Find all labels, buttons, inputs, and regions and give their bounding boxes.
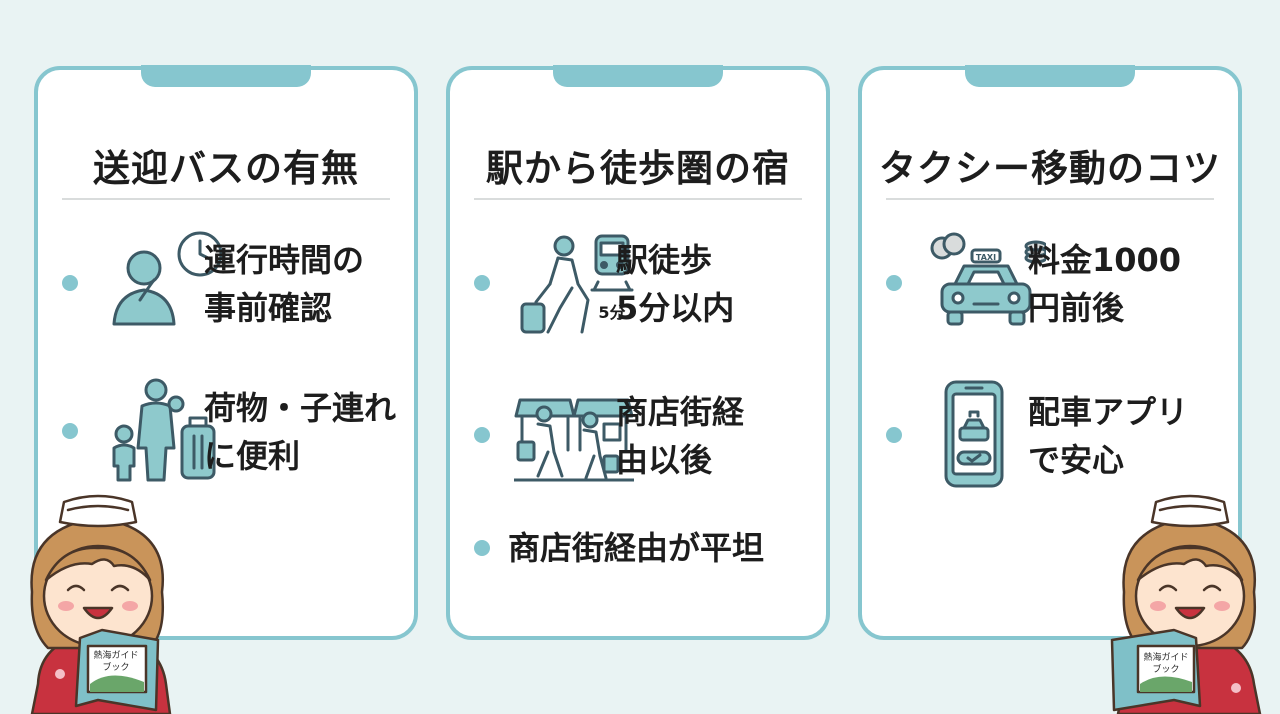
list-item: TAXI 料金1000 円前後 [862,228,1238,338]
item-text: 荷物・子連れ に便利 [204,384,396,480]
shopping-street-icon [514,398,634,482]
item-line: 配車アプリ [1028,393,1189,431]
icon-label: 5分 [598,303,625,322]
mascot-girl-right: 熱海ガイド ブック [1110,494,1262,714]
taxi-app-phone-icon [944,380,1004,488]
card-tab [553,65,723,87]
item-line: 円前後 [1028,289,1125,327]
list-item: 5分 駅徒歩 5分以内 [450,228,826,338]
item-line: で安心 [1028,441,1125,479]
card-taxi-tips: タクシー移動のコツ TAXI 料金1000 [858,65,1242,640]
list-item: 荷物・子連れ に便利 [38,376,414,486]
bullet-dot [886,427,902,443]
item-text: 配車アプリ で安心 [1028,388,1188,484]
item-line: に便利 [204,437,301,475]
list-item: 商店街経由が平坦 [450,524,826,572]
item-line: 運行時間の [204,241,365,279]
icon-label: TAXI [976,253,996,262]
item-line: 事前確認 [204,289,333,327]
divider [62,198,390,200]
card-title: タクシー移動のコツ [879,147,1221,190]
item-line: 由以後 [616,441,713,479]
card-tab [141,65,311,87]
bullet-dot [886,275,902,291]
bullet-dot [474,427,490,443]
divider [886,198,1214,200]
item-line: 荷物・子連れ [204,389,397,427]
walk-to-train-icon: 5分 [520,234,634,334]
card-tab [965,65,1135,87]
book-label: 熱海ガイド [1143,651,1188,663]
card-title: 送迎バスの有無 [93,147,359,190]
item-text: 料金1000 円前後 [1028,236,1181,332]
book-label: ブック [1152,663,1179,675]
item-line: 5分以内 [616,289,735,327]
item-text: 運行時間の 事前確認 [204,236,364,332]
item-text: 商店街経 由以後 [616,388,744,484]
card-title: 駅から徒歩圏の宿 [486,147,790,190]
list-item: 商店街経 由以後 [450,380,826,490]
book-label: 熱海ガイド [93,649,138,661]
item-line: 料金1000 [1028,241,1182,279]
bullet-dot [474,540,490,556]
item-text: 商店街経由が平坦 [508,529,765,567]
list-item: 運行時間の 事前確認 [38,228,414,338]
person-clock-icon [112,231,222,326]
mascot-girl-left: 熱海ガイド ブック [30,494,172,714]
bullet-dot [62,275,78,291]
list-item: 配車アプリ で安心 [862,380,1238,490]
taxi-coins-icon: TAXI [930,232,1046,326]
divider [474,198,802,200]
bullet-dot [62,423,78,439]
item-line: 商店街経 [616,393,745,431]
book-label: ブック [102,661,129,673]
card-walking-distance: 駅から徒歩圏の宿 5分 駅徒歩 5分以内 [446,65,830,640]
bullet-dot [474,275,490,291]
item-text: 駅徒歩 5分以内 [616,236,734,332]
item-line: 駅徒歩 [616,241,713,279]
family-luggage-icon [112,378,216,482]
